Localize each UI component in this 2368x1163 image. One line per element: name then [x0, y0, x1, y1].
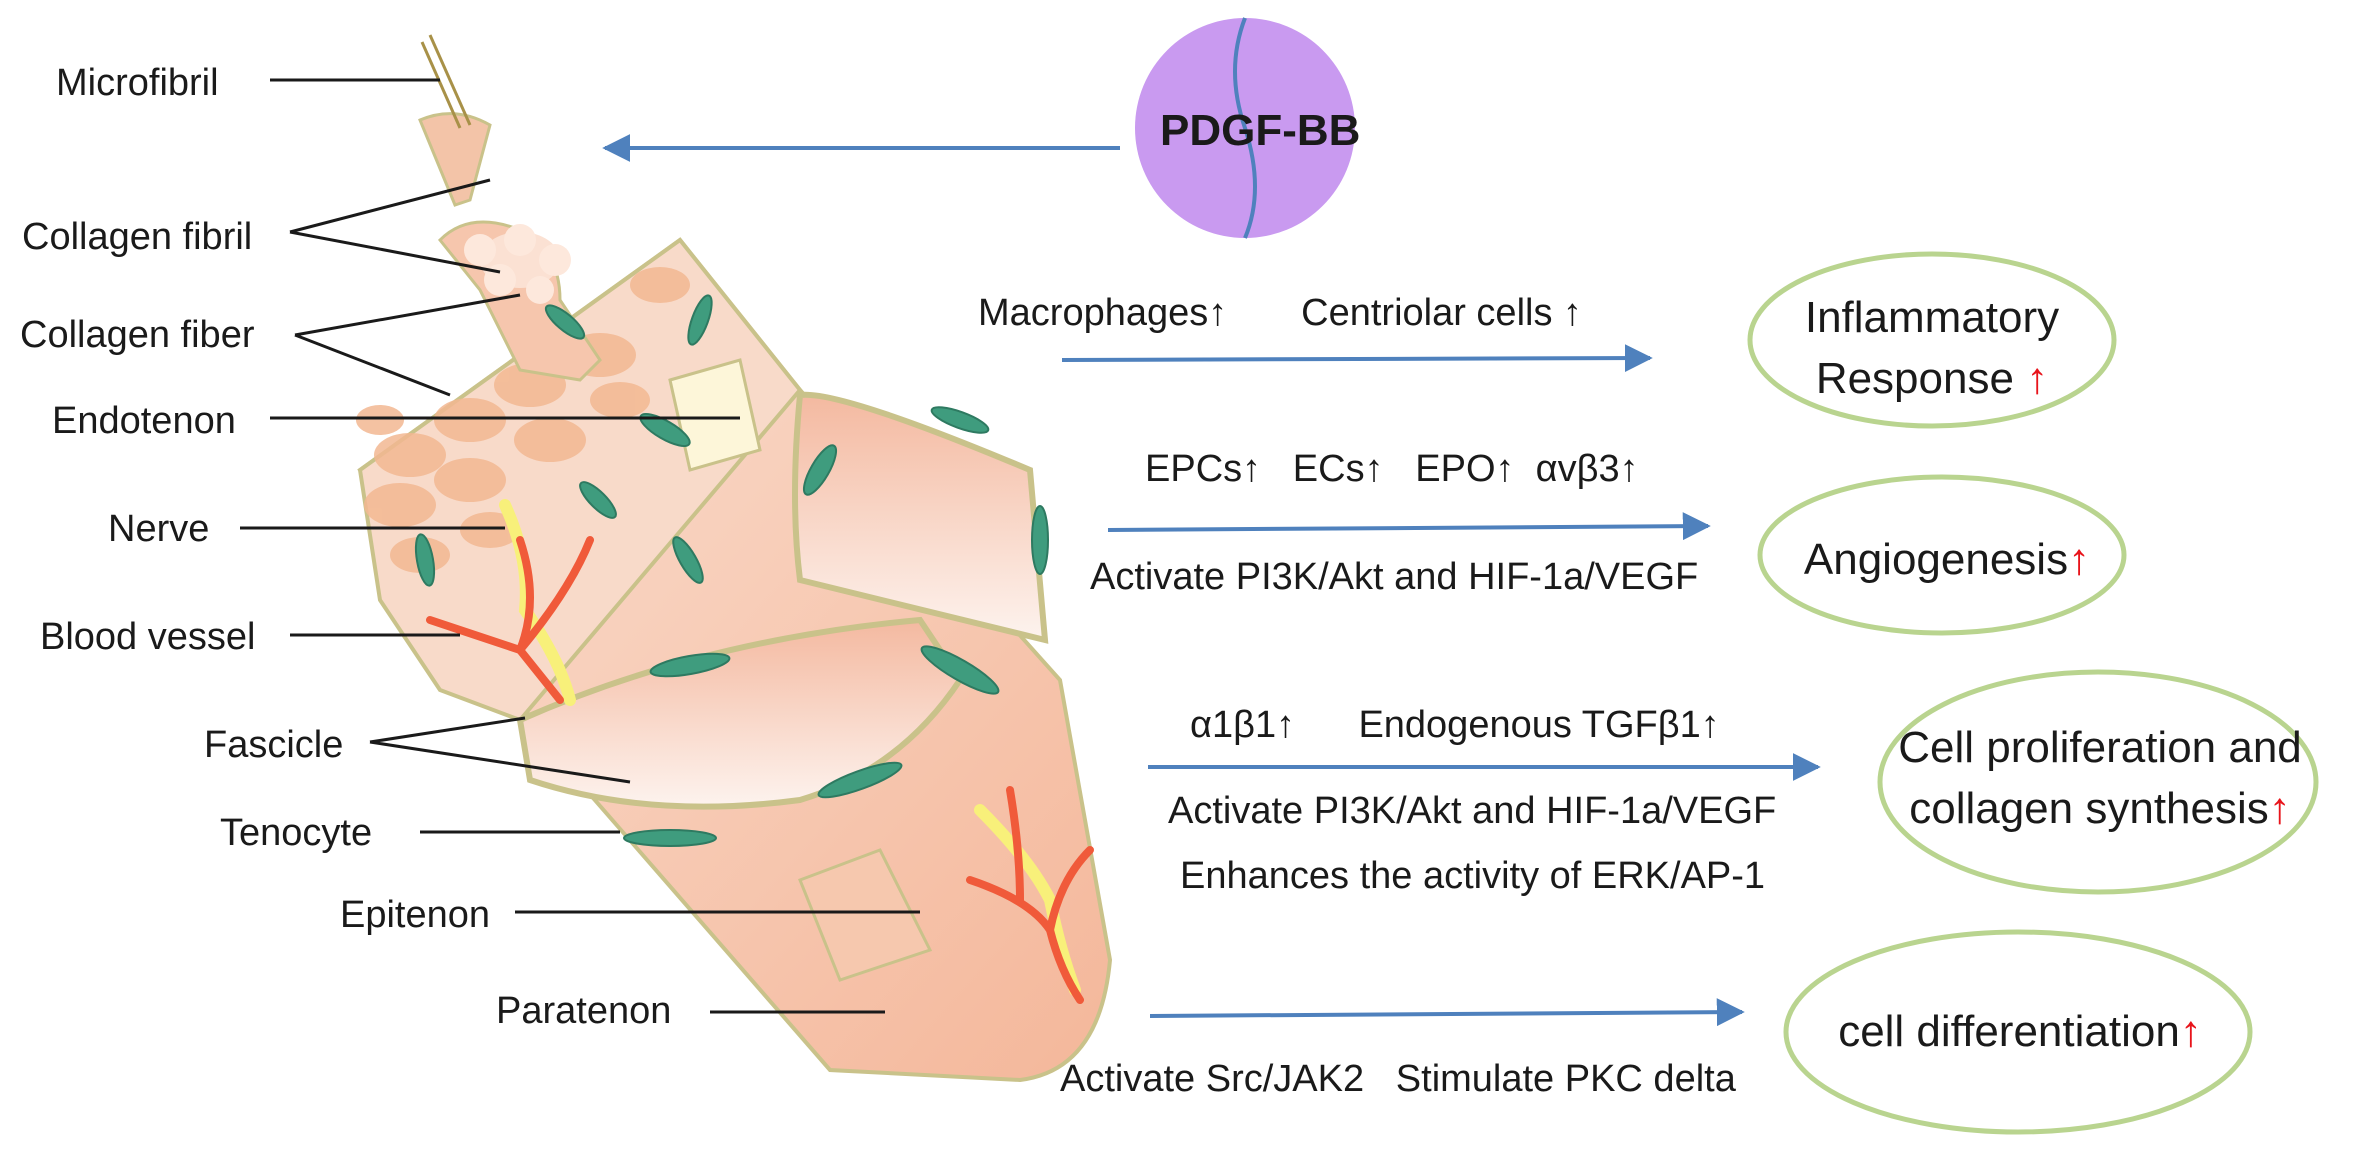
pathway-2-factors: EPCs↑ ECs↑ EPO↑ αvβ3↑ — [1145, 448, 1639, 490]
fascicle-right — [792, 391, 1049, 644]
outcome-4-line-1: cell differentiation — [1838, 1007, 2180, 1056]
label-paratenon: Paratenon — [496, 990, 672, 1032]
outcome-3-line-1: Cell proliferation and — [1898, 723, 2302, 772]
label-blood-vessel: Blood vessel — [40, 616, 256, 658]
blood-vessel-paths — [426, 536, 1094, 1004]
pathway-3-factors: α1β1↑ Endogenous TGFβ1↑ — [1190, 704, 1720, 746]
outcome-1-line-1: Inflammatory — [1804, 293, 2060, 342]
pathway-3-mechanism-2: Enhances the activity of ERK/AP-1 — [1180, 855, 1766, 897]
tendon-illustration — [356, 34, 1113, 1083]
pathway-2-mechanism-1: Activate PI3K/Akt and HIF-1a/VEGF — [1090, 556, 1699, 598]
pdgf-bb-label: PDGF-BB — [1160, 106, 1361, 155]
pdgf-bb-molecule — [1135, 17, 1355, 239]
label-endotenon: Endotenon — [52, 400, 236, 442]
outcome-cell-differentiation: cell differentiation↑ — [1790, 1002, 2250, 1063]
outcome-angiogenesis: Angiogenesis↑ — [1762, 530, 2132, 591]
label-collagen-fiber: Collagen fiber — [20, 314, 255, 356]
epitenon-sheet — [798, 848, 933, 982]
tenocytes — [414, 294, 1049, 847]
microfibril — [418, 34, 492, 207]
pathway-3-mechanism-1: Activate PI3K/Akt and HIF-1a/VEGF — [1168, 790, 1777, 832]
outcome-cell-proliferation: Cell proliferation and collagen synthesi… — [1880, 718, 2320, 839]
up-arrow-icon: ↑ — [2179, 1007, 2202, 1056]
up-arrow-icon: ↑ — [2068, 535, 2091, 584]
label-microfibril: Microfibril — [56, 62, 219, 104]
label-fascicle: Fascicle — [204, 724, 344, 766]
label-leaders — [240, 78, 920, 1014]
pathway-4-mechanism-1: Activate Src/JAK2 Stimulate PKC delta — [1060, 1058, 1736, 1100]
pathway-1-factors: Macrophages↑ Centriolar cells ↑ — [978, 292, 1583, 334]
label-tenocyte: Tenocyte — [220, 812, 373, 854]
up-arrow-icon: ↑ — [2026, 353, 2049, 403]
up-arrow-icon: ↑ — [2268, 783, 2291, 833]
outcome-ellipses — [1747, 251, 2319, 1135]
collagen-fiber-bundle — [356, 267, 690, 573]
label-nerve: Nerve — [108, 508, 210, 550]
collagen-fibril — [437, 220, 602, 382]
label-collagen-fibril: Collagen fibril — [22, 216, 253, 258]
outcome-1-line-2: Response — [1815, 353, 2014, 403]
pathway-arrows — [1061, 344, 1821, 1027]
outcome-inflammatory-response: Inflammatory Response ↑ — [1752, 288, 2112, 409]
outcome-2-line-1: Angiogenesis — [1803, 535, 2069, 584]
outcome-3-line-2: collagen synthesis — [1909, 783, 2269, 833]
label-epitenon: Epitenon — [340, 894, 491, 936]
